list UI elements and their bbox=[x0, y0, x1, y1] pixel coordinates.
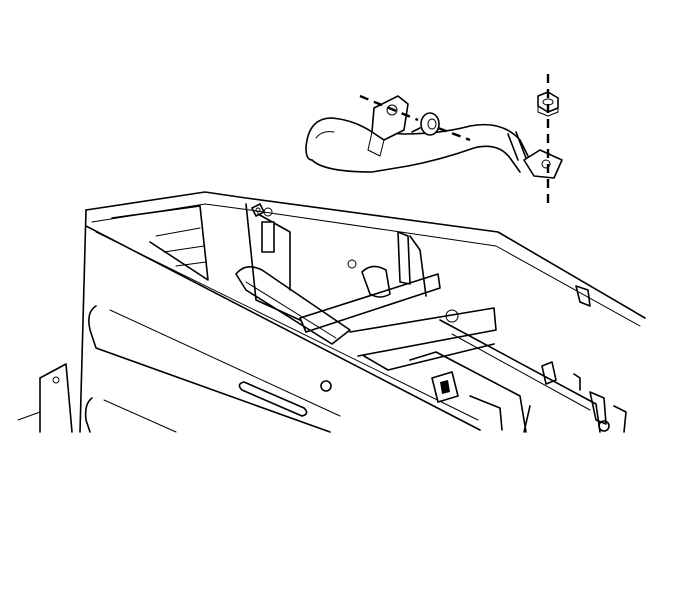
interior-duct-inner bbox=[245, 281, 337, 339]
grommet bbox=[411, 112, 440, 136]
interior-right-wall bbox=[409, 235, 427, 297]
interior-clip bbox=[261, 221, 275, 253]
housing-right-edge-inner bbox=[451, 333, 591, 411]
bracket-axis-line-right bbox=[437, 126, 471, 142]
lower-connector-pin bbox=[440, 380, 450, 394]
lower-bracket-edge bbox=[523, 405, 531, 433]
mounting-stud bbox=[251, 203, 265, 217]
hose-end-fitting bbox=[523, 149, 563, 179]
interior-bracket-plate bbox=[257, 213, 291, 291]
stud-base bbox=[251, 203, 265, 217]
right-clip-bolt bbox=[598, 420, 610, 432]
interior-duct bbox=[235, 266, 351, 345]
left-mount-hole bbox=[52, 376, 60, 384]
interior-ledge-1 bbox=[155, 227, 201, 237]
housing-rib-lower-inner bbox=[103, 399, 177, 433]
housing-front-top-edge-inner bbox=[95, 231, 479, 421]
interior-crossbar bbox=[299, 273, 441, 333]
interior-rail bbox=[349, 307, 497, 357]
right-clip-tab bbox=[575, 285, 591, 307]
hose-upper-edge bbox=[305, 117, 531, 161]
hose-clamp-2 bbox=[515, 131, 527, 159]
end-fitting-flange bbox=[523, 149, 563, 179]
grommet-hole bbox=[427, 118, 437, 130]
hose-lower-edge bbox=[311, 145, 521, 173]
housing-right-edge bbox=[439, 319, 601, 433]
hose-bracket-foot bbox=[367, 131, 385, 157]
nut-flange bbox=[537, 105, 559, 117]
stud-tip bbox=[255, 207, 261, 213]
right-clip-3 bbox=[589, 391, 607, 425]
housing-slot bbox=[238, 381, 308, 417]
left-mount-flange bbox=[17, 411, 41, 421]
interior-right-post bbox=[397, 231, 411, 285]
hose-bend-highlight bbox=[315, 131, 335, 139]
interior-ledge-2 bbox=[163, 245, 205, 253]
interior-rail-knob bbox=[445, 309, 459, 323]
housing-rib-upper bbox=[88, 305, 331, 433]
hose-end-cap bbox=[305, 147, 313, 161]
grommet-outer bbox=[420, 112, 440, 136]
interior-cylinder-bolt bbox=[347, 259, 357, 269]
hose-assembly bbox=[305, 117, 531, 173]
interior-bracket-left bbox=[245, 203, 301, 321]
housing-top-rim-inner bbox=[91, 203, 641, 327]
housing-rib-lower bbox=[84, 397, 93, 433]
housing-rib-upper-inner bbox=[109, 309, 341, 417]
grommet-stem bbox=[411, 127, 421, 133]
hose-clamp-1 bbox=[507, 133, 519, 161]
lower-component-frame bbox=[409, 351, 527, 433]
housing-left-edge bbox=[79, 209, 87, 433]
bracket-axis-line-left bbox=[359, 94, 419, 122]
interior-cylinder bbox=[361, 265, 391, 298]
hose-bracket bbox=[367, 95, 409, 157]
right-clip-4 bbox=[613, 405, 627, 433]
end-fitting-hole bbox=[541, 159, 551, 169]
interior-ledge-3 bbox=[175, 261, 207, 267]
right-clip-2 bbox=[573, 373, 581, 391]
housing-front-top-edge bbox=[85, 225, 481, 431]
lower-bracket bbox=[469, 395, 503, 431]
left-mount-tab bbox=[39, 363, 73, 433]
interior-back-wall bbox=[111, 205, 209, 281]
module-housing bbox=[17, 191, 646, 433]
interior-rail-lower bbox=[363, 343, 495, 371]
interior-components bbox=[111, 203, 627, 433]
hose-bracket-hole bbox=[386, 104, 398, 116]
right-clip-1 bbox=[541, 361, 557, 385]
housing-top-rim bbox=[85, 191, 646, 319]
housing-boss bbox=[320, 380, 332, 392]
